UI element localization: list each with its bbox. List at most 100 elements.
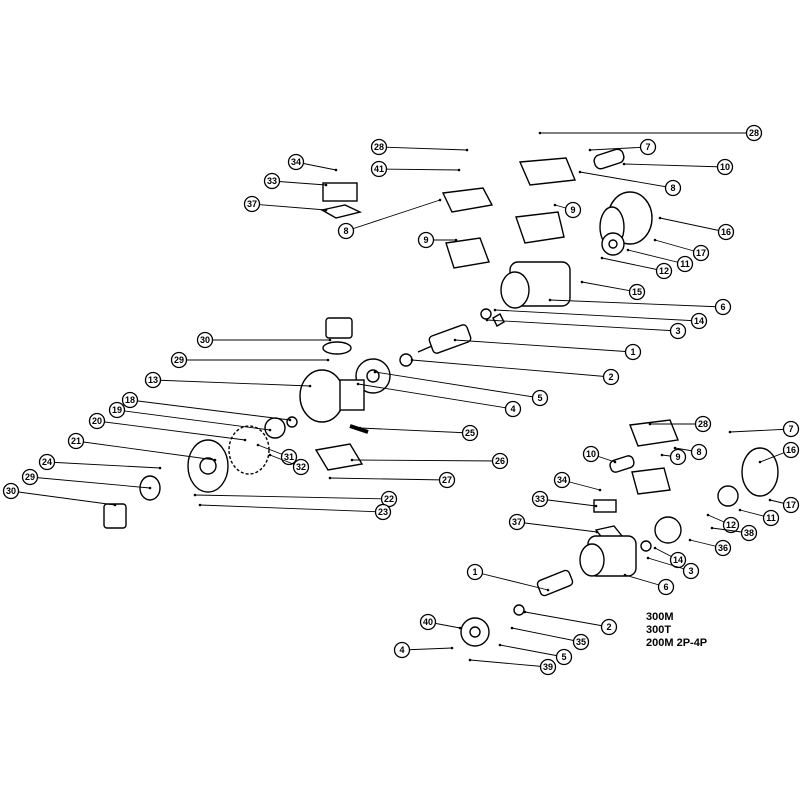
- callout-number: 29: [174, 355, 184, 365]
- callout-c-17a: 17: [653, 238, 710, 262]
- leader-dot: [728, 430, 732, 434]
- callout-number: 5: [537, 393, 542, 403]
- bearing-b: [640, 540, 652, 552]
- callout-circle: [243, 195, 261, 213]
- leader-dot: [588, 148, 592, 152]
- leader-dot: [595, 530, 599, 534]
- callout-c-28c: 28: [648, 415, 712, 433]
- callout-c-6a: 6: [548, 298, 732, 316]
- seal-plate-hole: [366, 369, 380, 383]
- mechanical-seal: [286, 416, 298, 428]
- callout-circle: [539, 658, 557, 676]
- callout-c-9a: 9: [417, 231, 458, 249]
- callout-number: 20: [92, 416, 102, 426]
- leader-line: [46, 461, 161, 469]
- callout-c-16a: 16: [658, 216, 735, 241]
- leader-line: [516, 521, 598, 533]
- callout-number: 19: [112, 405, 122, 415]
- callout-number: 22: [384, 494, 394, 504]
- leader-line: [351, 459, 501, 462]
- leader-dot: [328, 476, 332, 480]
- leader-dot: [324, 208, 328, 212]
- callout-circle: [690, 312, 708, 330]
- callout-circle: [374, 503, 392, 521]
- callout-circle: [67, 432, 85, 450]
- leader-dot: [623, 573, 627, 577]
- callout-c-5a: 5: [373, 370, 549, 407]
- callout-c-33b: 33: [531, 490, 598, 508]
- callout-circle: [582, 445, 600, 463]
- callout-number: 21: [71, 436, 81, 446]
- callout-number: 3: [688, 566, 693, 576]
- leader-line: [345, 199, 441, 232]
- callout-circle: [170, 351, 188, 369]
- leader-line: [378, 146, 468, 151]
- callout-number: 4: [399, 645, 404, 655]
- callout-number: 5: [561, 652, 566, 662]
- leader-dot: [758, 460, 762, 464]
- callout-circle: [717, 223, 735, 241]
- leader-line: [454, 339, 634, 353]
- callout-c-11b: 11: [738, 508, 780, 527]
- terminal-base-lower: [445, 237, 490, 269]
- callout-number: 41: [374, 164, 384, 174]
- callout-circle: [108, 401, 126, 419]
- callout-circle: [782, 441, 800, 459]
- callout-number: 34: [291, 157, 301, 167]
- leader-dot: [768, 498, 772, 502]
- callout-c-33a: 33: [263, 172, 328, 190]
- leader-dot: [688, 538, 692, 542]
- leader-dot: [438, 198, 442, 202]
- callout-number: 2: [606, 622, 611, 632]
- callout-c-41: 41: [370, 160, 461, 178]
- callout-circle: [600, 618, 618, 636]
- terminal-plate-right: [518, 157, 576, 186]
- leader-dot: [308, 384, 312, 388]
- callout-number: 32: [296, 462, 306, 472]
- callout-number: 6: [663, 582, 668, 592]
- callout-c-34b: 34: [553, 471, 602, 492]
- callout-number: 33: [535, 494, 545, 504]
- callout-number: 11: [766, 513, 776, 523]
- leader-line: [499, 644, 565, 658]
- callout-number: 18: [125, 395, 135, 405]
- callout-number: 38: [744, 528, 754, 538]
- leader-dot: [458, 626, 462, 630]
- callout-number: 23: [378, 507, 388, 517]
- callout-c-19: 19: [108, 401, 272, 432]
- callout-c-29b: 29: [21, 468, 152, 490]
- callout-circle: [762, 509, 780, 527]
- terminal-cover-upper: [441, 187, 494, 213]
- callout-c-15: 15: [580, 280, 646, 301]
- leader-line: [199, 504, 384, 513]
- leader-dot: [622, 162, 626, 166]
- callout-number: 34: [557, 475, 567, 485]
- leader-dot: [334, 168, 338, 172]
- leader-dot: [653, 546, 657, 550]
- leader-dot: [648, 422, 652, 426]
- callout-number: 7: [788, 424, 793, 434]
- callout-c-1a: 1: [453, 338, 642, 361]
- callout-c-4b: 4: [393, 641, 454, 659]
- union-ring-top: [322, 341, 352, 355]
- callout-c-37b: 37: [508, 513, 599, 534]
- leader-line: [129, 399, 291, 421]
- pump-base: [314, 443, 364, 471]
- callout-c-5b: 5: [498, 643, 573, 666]
- callout-circle: [287, 153, 305, 171]
- callout-c-8a: 8: [337, 198, 442, 240]
- callout-circle: [419, 613, 437, 631]
- motor-face-b: [579, 543, 605, 577]
- leader-line: [75, 440, 216, 461]
- leader-line: [378, 168, 460, 171]
- capacitor: [593, 148, 625, 170]
- union-nut-bottom: [103, 503, 127, 529]
- leader-line: [494, 309, 700, 322]
- callout-c-4a: 4: [356, 382, 522, 418]
- bearing-front: [399, 353, 413, 367]
- callout-circle: [716, 158, 734, 176]
- leader-line: [524, 611, 610, 628]
- callout-circle: [740, 524, 758, 542]
- callout-circle: [508, 513, 526, 531]
